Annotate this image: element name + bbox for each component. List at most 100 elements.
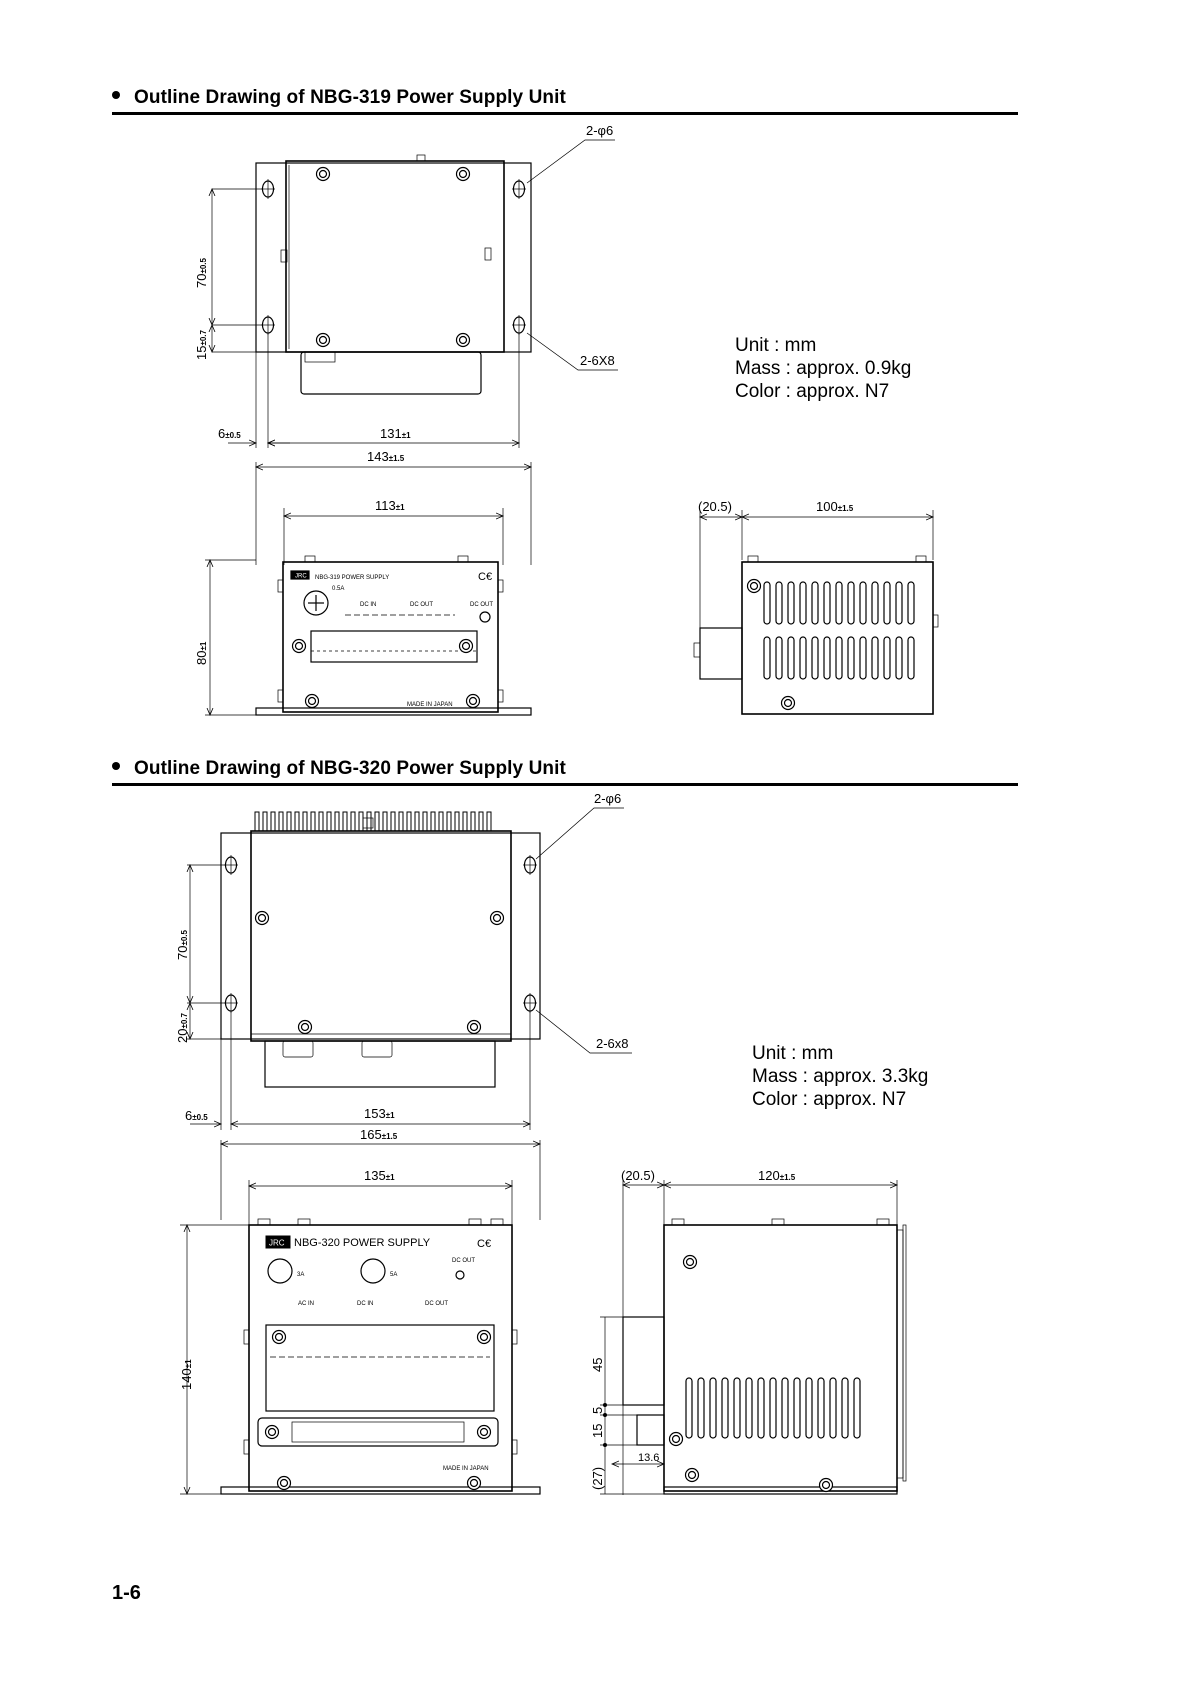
screw-icon	[315, 166, 331, 182]
dim-15: 15±0.7	[194, 329, 209, 360]
dc-out-label: DC OUT	[410, 602, 433, 608]
model-label: NBG-320 POWER SUPPLY	[294, 1237, 431, 1249]
nbg319-front-view: 143±1.5 113±1 JRC NBG-319 POWER SUPPLY C…	[194, 449, 531, 715]
dim-135: 135±1	[364, 1168, 395, 1183]
lower-panel	[257, 1417, 499, 1447]
mounting-plate	[220, 832, 541, 1040]
side-connector	[622, 1316, 665, 1406]
model-label: NBG-319 POWER SUPPLY	[315, 575, 389, 581]
terminal-cover	[310, 630, 478, 663]
mounting-hole-icon	[223, 992, 239, 1014]
vent-slots-icon	[685, 1377, 861, 1439]
dc-out-label: DC OUT	[470, 602, 493, 608]
dim-6: 6±0.5	[218, 426, 241, 441]
fuse-label: 5A	[390, 1272, 397, 1278]
ce-mark-icon: C€	[477, 1238, 491, 1250]
spec-unit: Unit : mm	[735, 335, 817, 356]
page-number: 1-6	[112, 1582, 141, 1604]
dim-153: 153±1	[364, 1106, 395, 1121]
screw-icon	[291, 638, 307, 654]
screw-icon	[465, 693, 481, 709]
connector-box	[300, 351, 482, 395]
spec-color: Color : approx. N7	[752, 1089, 907, 1110]
section-heading-nbg319: Outline Drawing of NBG-319 Power Supply …	[112, 87, 566, 109]
dim-6: 6±0.5	[185, 1108, 208, 1123]
specs-nbg320: Unit : mm Mass : approx. 3.3kg Color : a…	[752, 1042, 928, 1111]
dim-5: 5	[590, 1407, 605, 1414]
base-plate	[220, 1486, 541, 1495]
nbg320-top-view: 2-φ6 2-6x8 70±0.5 20±0.7 6±0.5 153±1	[175, 791, 632, 1130]
mounting-hole-icon	[223, 854, 239, 876]
fuse-label: 0.5A	[332, 586, 344, 592]
mounting-hole-icon	[260, 178, 276, 200]
screw-icon	[668, 1431, 684, 1447]
screw-icon	[682, 1254, 698, 1270]
screw-icon	[455, 166, 471, 182]
logo: JRC	[269, 1239, 285, 1248]
screw-icon	[297, 1019, 313, 1035]
screw-icon	[264, 1424, 280, 1440]
dim-113: 113±1	[375, 498, 405, 513]
section-rule	[112, 112, 1018, 115]
fuse-holder-icon	[360, 1258, 386, 1284]
dim-27: (27)	[590, 1467, 605, 1490]
screw-icon	[684, 1467, 700, 1483]
dim-20-5: (20.5)	[698, 499, 732, 514]
unit-body	[285, 160, 505, 353]
screw-icon	[254, 910, 270, 926]
spec-mass: Mass : approx. 0.9kg	[735, 358, 912, 379]
screw-icon	[271, 1329, 287, 1345]
screw-icon	[489, 910, 505, 926]
screw-icon	[455, 332, 471, 348]
spec-unit: Unit : mm	[752, 1043, 834, 1064]
section-heading-nbg320: Outline Drawing of NBG-320 Power Supply …	[112, 758, 566, 780]
spec-mass: Mass : approx. 3.3kg	[752, 1066, 929, 1087]
dim-120: 120±1.5	[758, 1168, 796, 1183]
dc-out-label: DC OUT	[425, 1301, 448, 1307]
section-rule	[112, 783, 1018, 786]
mounting-plate	[255, 162, 532, 353]
screw-icon	[466, 1019, 482, 1035]
dc-in-label: DC IN	[360, 602, 376, 608]
screw-icon	[276, 1475, 292, 1491]
screw-icon	[476, 1424, 492, 1440]
mounting-hole-icon	[522, 992, 538, 1014]
specs-nbg319: Unit : mm Mass : approx. 0.9kg Color : a…	[735, 334, 911, 403]
nbg320-side-view: (20.5) 120±1.5	[590, 1168, 907, 1495]
screw-icon	[746, 578, 762, 594]
spec-color: Color : approx. N7	[735, 381, 890, 402]
unit-side	[741, 561, 934, 715]
base-plate	[663, 1486, 898, 1495]
dim-100: 100±1.5	[816, 499, 854, 514]
dim-80: 80±1	[194, 641, 209, 665]
screw-icon	[315, 332, 331, 348]
dim-15: 15	[590, 1424, 605, 1438]
mounting-hole-icon	[511, 314, 527, 336]
nbg319-side-view: (20.5) 100±1.5	[693, 499, 939, 715]
side-connector	[636, 1414, 665, 1446]
base-plate	[255, 707, 532, 716]
bullet-icon	[112, 762, 120, 770]
logo: JRC	[295, 574, 307, 580]
dim-20-5: (20.5)	[621, 1168, 655, 1183]
terminal-cover	[265, 1324, 495, 1412]
unit-body	[250, 830, 512, 1042]
mounting-hole-icon	[260, 314, 276, 336]
dim-143: 143±1.5	[367, 449, 405, 464]
made-in-label: MADE IN JAPAN	[443, 1466, 489, 1472]
ac-in-label: AC IN	[298, 1301, 314, 1307]
screw-icon	[458, 638, 474, 654]
mounting-hole-icon	[522, 854, 538, 876]
fuse-holder-icon	[303, 590, 329, 616]
dim-131: 131±1	[380, 426, 411, 441]
bullet-icon	[112, 91, 120, 99]
dim-165: 165±1.5	[360, 1127, 398, 1142]
dim-13-6: 13.6	[638, 1452, 659, 1464]
dim-45: 45	[590, 1358, 605, 1372]
nbg320-front-view: 165±1.5 135±1 JRC NBG-320 POWER SUPPLY C…	[179, 1127, 540, 1494]
dim-slot-label: 2-6X8	[580, 353, 615, 368]
connector-box	[264, 1040, 496, 1088]
dim-hole-label: 2-φ6	[594, 791, 621, 806]
ce-mark-icon: C€	[478, 571, 492, 583]
